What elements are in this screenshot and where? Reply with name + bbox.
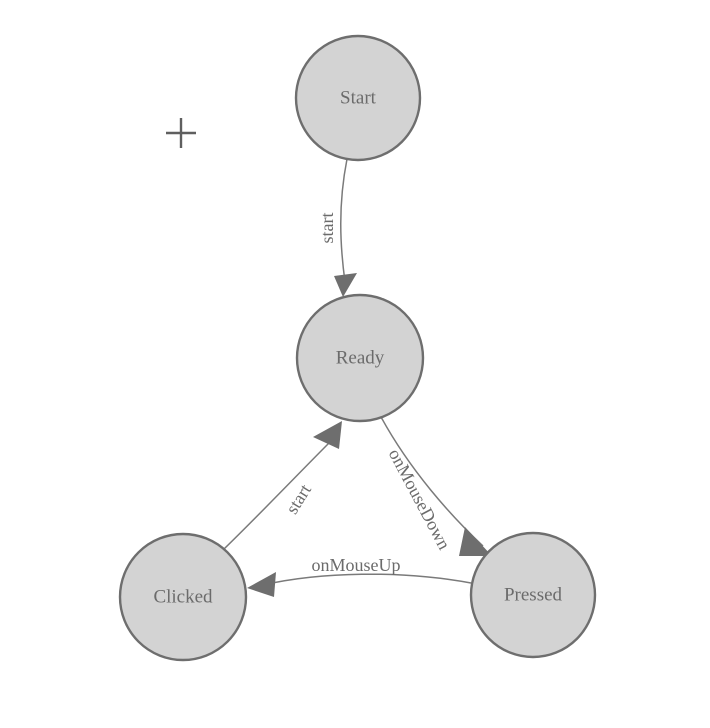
arrowhead-clicked-to-ready xyxy=(313,421,342,449)
arrowhead-ready-to-pressed xyxy=(459,527,492,556)
node-clicked[interactable]: Clicked xyxy=(118,532,248,662)
node-circle-ready[interactable] xyxy=(295,293,425,423)
node-circle-start[interactable] xyxy=(294,34,422,162)
edge-start-to-ready[interactable]: start xyxy=(317,158,357,297)
edge-path-pressed-to-clicked[interactable] xyxy=(262,573,472,586)
node-label-clicked: Clicked xyxy=(153,586,213,607)
edge-clicked-to-ready[interactable]: start xyxy=(223,421,342,550)
edge-label-start-to-ready: start xyxy=(317,213,337,244)
plus-marker[interactable] xyxy=(166,118,196,148)
edge-path-start-to-ready[interactable] xyxy=(340,158,348,283)
edge-pressed-to-clicked[interactable]: onMouseUp xyxy=(247,555,472,597)
node-label-start: Start xyxy=(340,87,377,108)
node-label-ready: Ready xyxy=(336,347,385,368)
edge-label-pressed-to-clicked: onMouseUp xyxy=(312,555,401,575)
edge-ready-to-pressed[interactable]: onMouseDown xyxy=(380,416,492,556)
node-label-pressed: Pressed xyxy=(504,584,563,605)
arrowhead-start-to-ready xyxy=(334,273,357,297)
node-circle-clicked[interactable] xyxy=(118,532,248,662)
arrowhead-pressed-to-clicked xyxy=(247,572,276,597)
node-pressed[interactable]: Pressed xyxy=(469,531,597,659)
node-start[interactable]: Start xyxy=(294,34,422,162)
node-ready[interactable]: Ready xyxy=(295,293,425,423)
edge-path-clicked-to-ready[interactable] xyxy=(223,441,331,550)
edge-label-ready-to-pressed: onMouseDown xyxy=(385,445,455,552)
node-circle-pressed[interactable] xyxy=(469,531,597,659)
